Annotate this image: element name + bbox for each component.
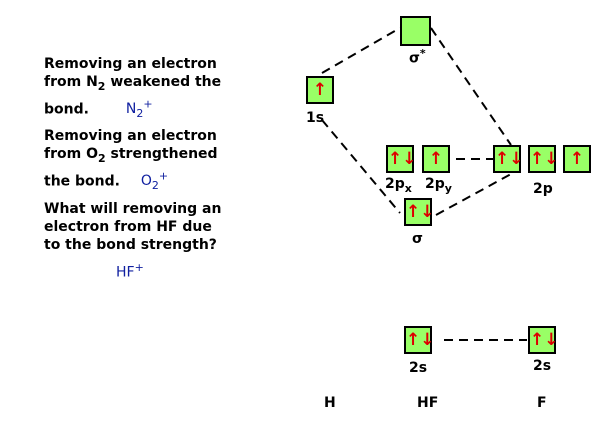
- orbital-hf-2px: ↑↓: [386, 145, 417, 173]
- paragraph-o2: Removing an electron from O2 strengthene…: [44, 127, 218, 195]
- ion-hf-plus: HF+: [116, 261, 144, 281]
- orbital-hf-2s: ↑↓: [404, 326, 435, 354]
- text-line: What will removing an: [44, 201, 222, 217]
- line-1s-to-sigma: [321, 119, 401, 214]
- label-hf-2s: 2s: [409, 360, 428, 376]
- ion-o2-plus: O2+: [140, 169, 169, 193]
- orbital-sigma-star: [400, 16, 431, 46]
- text-line: Removing an electron: [44, 128, 217, 144]
- orbital-f-2p-3: ↑: [563, 145, 591, 173]
- paragraph-n2: Removing an electron from N2 weakened th…: [44, 55, 221, 123]
- text-line: electron from HF due: [44, 219, 212, 235]
- text-line: the bond. O2+: [44, 169, 169, 193]
- column-label-f: F: [537, 395, 547, 411]
- text-line: to the bond strength?: [44, 237, 217, 253]
- line-1s-to-sigma-star: [321, 27, 401, 74]
- orbital-f-2s: ↑↓: [528, 326, 559, 354]
- line-sigma-star-to-f2p: [430, 27, 512, 146]
- column-label-h: H: [324, 395, 336, 411]
- text-line: bond. N2+: [44, 97, 153, 121]
- orbital-h-1s: ↑: [306, 76, 334, 104]
- orbital-f-2p-1: ↑↓: [493, 145, 524, 173]
- orbital-hf-2py: ↑: [422, 145, 450, 173]
- label-f-2p: 2p: [533, 181, 553, 197]
- paragraph-question: What will removing an electron from HF d…: [44, 200, 221, 254]
- column-label-hf: HF: [417, 395, 439, 411]
- label-f-2s: 2s: [533, 358, 552, 374]
- orbital-f-2p-2: ↑↓: [528, 145, 559, 173]
- ion-n2-plus: N2+: [125, 97, 153, 121]
- text-line: from N2 weakened the: [44, 74, 222, 93]
- label-2px: 2px: [385, 176, 412, 195]
- label-sigma-star: σ*: [409, 47, 426, 67]
- orbital-sigma: ↑↓: [404, 198, 435, 226]
- label-h-1s: 1s: [306, 110, 325, 126]
- text-line: from O2 strengthened: [44, 146, 218, 165]
- label-sigma: σ: [412, 231, 423, 247]
- text-line: Removing an electron: [44, 56, 217, 72]
- label-2py: 2py: [425, 176, 452, 195]
